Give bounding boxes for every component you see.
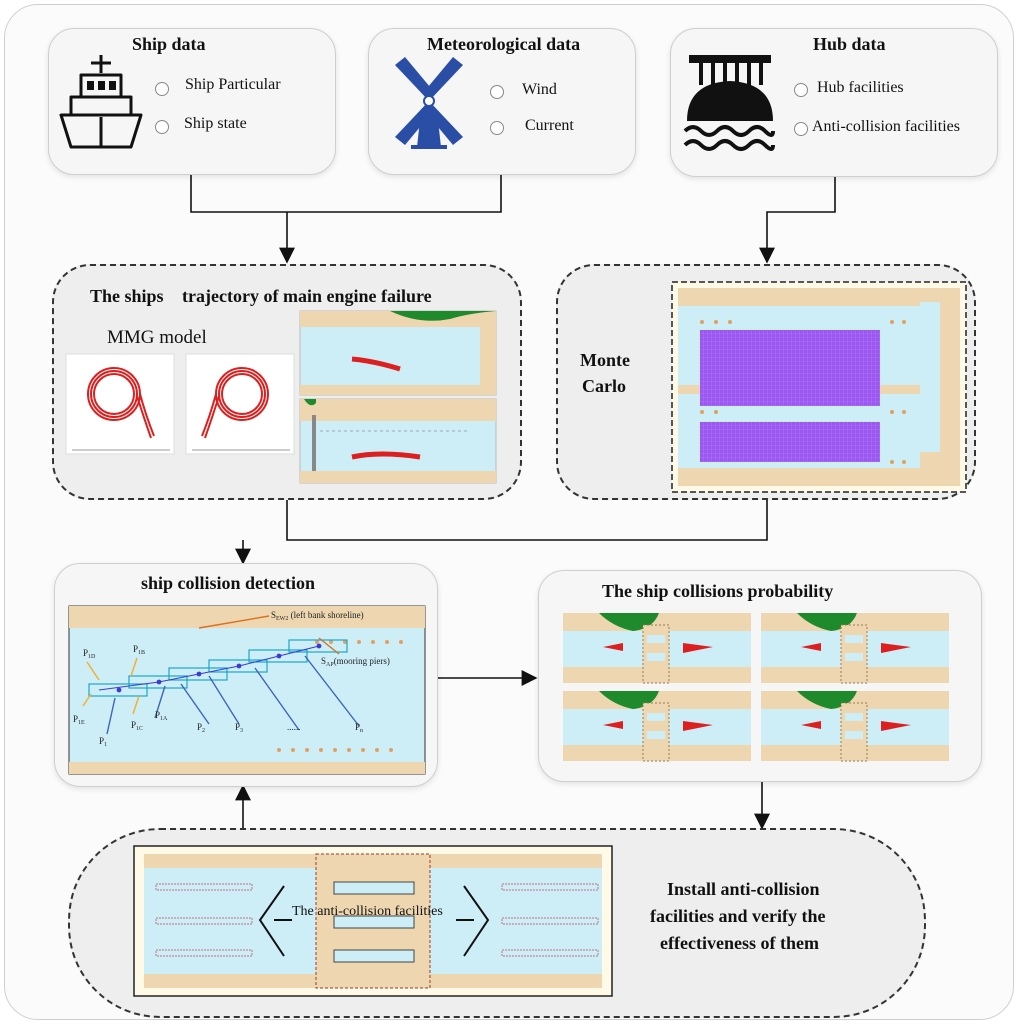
point-p1: P1 [99,736,107,748]
anti-collision-facilities-label: The anti-collision facilities [292,904,443,919]
point-ellipsis: ...... [287,722,301,732]
ship-state-option: Ship state [184,115,247,132]
meteorological-data-title: Meteorological data [427,34,581,54]
monte-carlo-box: Monte Carlo [556,264,976,500]
mooring-piers-label: SAP(mooring piers) [321,656,390,668]
anti-collision-facilities-radio[interactable] [794,122,808,136]
wind-option: Wind [522,81,557,98]
hub-facilities-option: Hub facilities [817,79,904,96]
ship-state-radio[interactable] [155,120,169,134]
collision-probability-title: The ship collisions probability [602,581,834,601]
collision-detection-title: ship collision detection [141,573,316,593]
connector-to-collision-detection [243,497,768,563]
connector-hub-to-montecarlo [759,175,836,264]
ship-icon [59,55,143,149]
ship-data-title: Ship data [132,34,206,54]
shoreline-label: SEW2 (left bank shoreline) [271,610,364,622]
collision-probability-maps [562,612,950,762]
collision-probability-box: The ship collisions probability [538,570,982,782]
mmg-turning-plots [65,353,295,455]
ship-data-box: Ship data Ship Particular Ship state [48,28,336,175]
meteorological-data-box: Meteorological data Wind Current [368,28,636,175]
ship-particular-radio[interactable] [155,82,169,96]
trajectory-box: The ships  trajectory of main engine fai… [52,264,522,500]
install-box: The anti-collision facilities Install an… [68,828,926,1018]
wind-radio[interactable] [490,85,504,99]
hub-icon [683,55,775,151]
hub-data-box: Hub data Hub facilities Anti-collision f… [670,28,998,177]
anti-collision-facilities-option: Anti-collision facilities [812,118,960,135]
current-radio[interactable] [490,121,504,135]
hub-data-title: Hub data [813,34,886,54]
ship-particular-option: Ship Particular [185,76,281,93]
hub-facilities-radio[interactable] [794,83,808,97]
monte-carlo-label-line2: Carlo [582,376,626,396]
collision-detection-map: SEW2 (left bank shoreline) SAP(mooring p… [68,605,426,775]
trajectory-title: The ships  trajectory of main engine fai… [90,286,432,306]
connector-ship-met-to-trajectory [190,173,502,262]
mmg-model-label: MMG model [107,327,207,348]
collision-detection-box: ship collision detection SEW2 (left bank [54,563,438,787]
install-text-line2: facilities and verify the [650,906,826,926]
anti-collision-map [133,845,613,997]
install-text-line1: Install anti-collision [667,879,820,899]
point-pn: Pn [355,722,363,734]
point-p3: P3 [235,722,243,734]
current-option: Current [525,117,574,134]
windmill-icon [395,57,463,149]
monte-carlo-map [671,281,967,493]
monte-carlo-label-line1: Monte [580,350,630,370]
trajectory-maps [299,310,497,484]
point-p2: P2 [197,722,205,734]
install-text-line3: effectiveness of them [660,933,819,953]
